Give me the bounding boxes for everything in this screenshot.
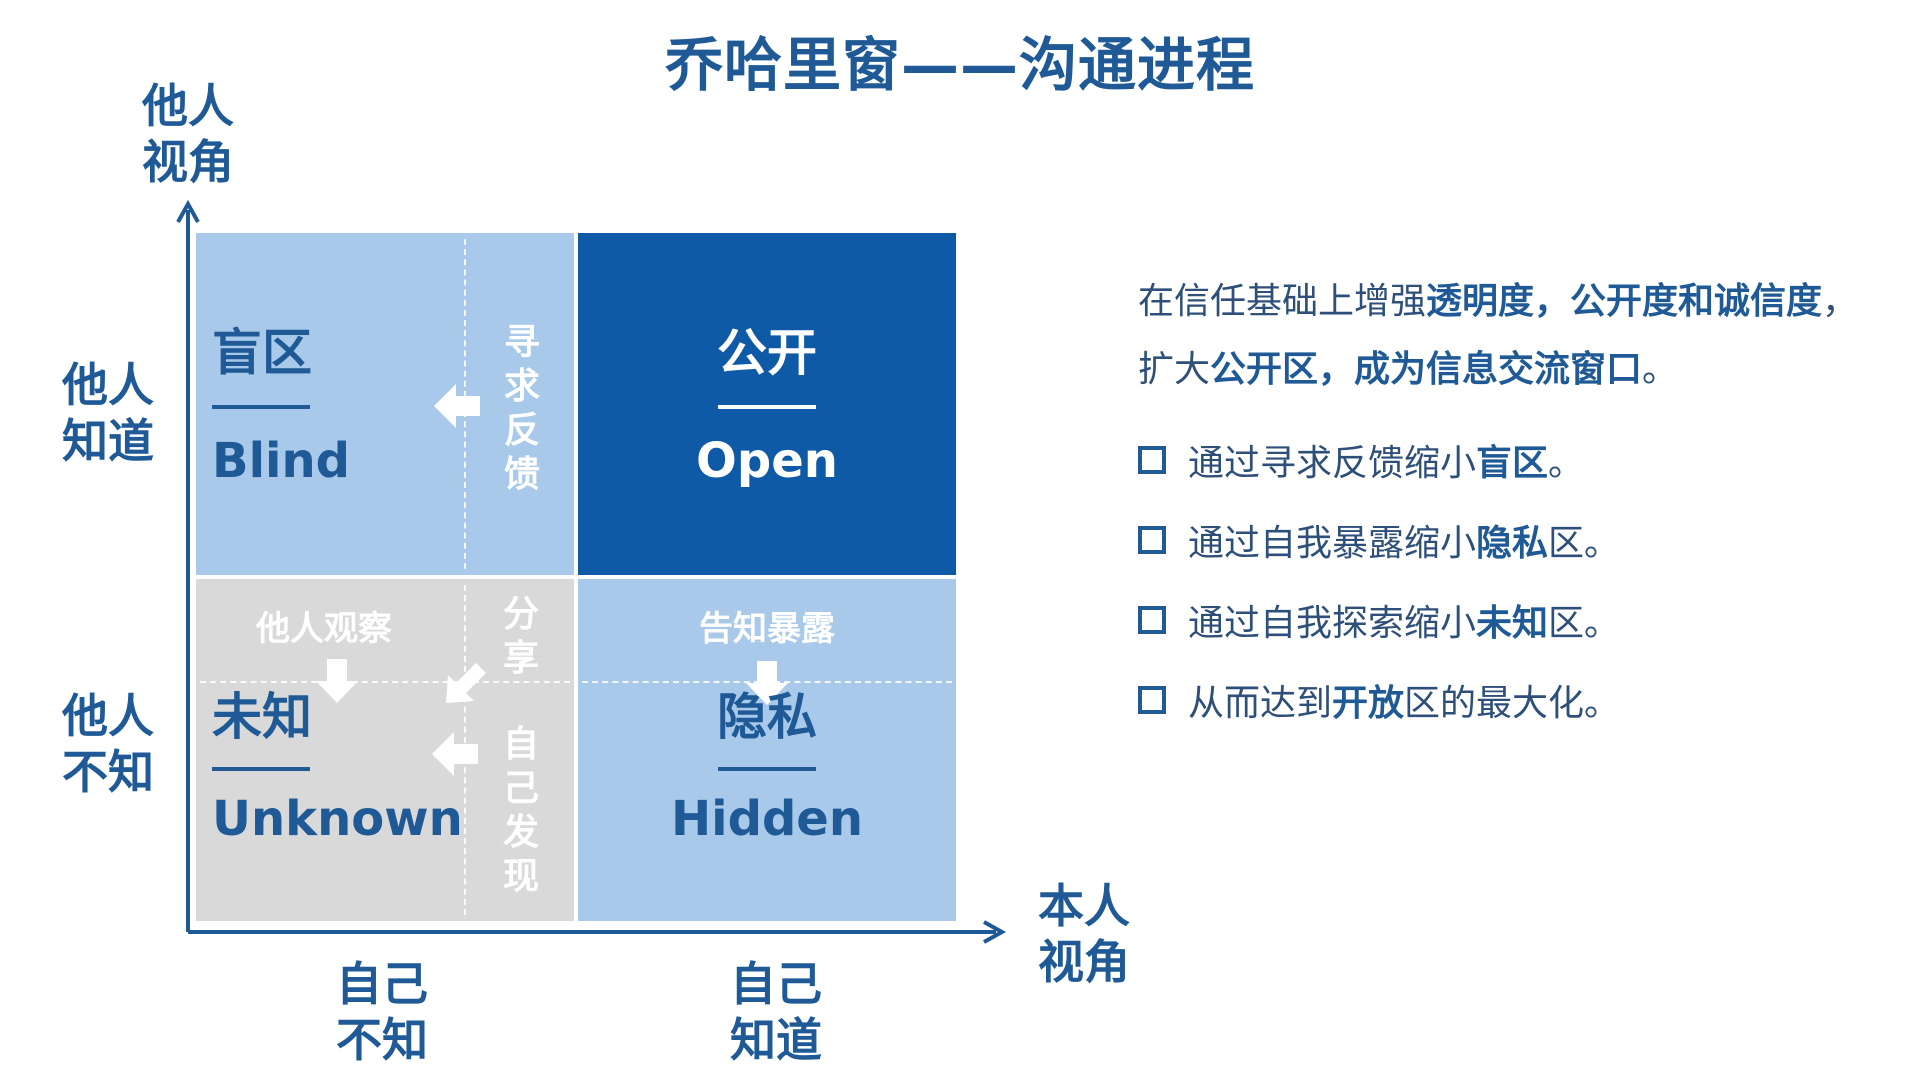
unknown-title: 未知 [212, 688, 312, 746]
quadrant-open: 公开 Open [578, 233, 956, 575]
y-axis-arrowhead [176, 199, 200, 223]
x-axis-arrowhead [983, 920, 1007, 944]
open-title: 公开 [717, 324, 817, 382]
y-label-unknown: 他人 不知 [62, 689, 154, 799]
down-arrow-icon [316, 659, 358, 703]
checkbox-icon [1138, 526, 1166, 554]
unknown-divider [212, 767, 310, 771]
bullet-list: 通过寻求反馈缩小盲区。 通过自我暴露缩小隐私区。 通过自我探索缩小未知区。 从而… [1138, 420, 1898, 740]
quadrant-unknown: 他人观察 分享 未知 Unknown 自己发现 [196, 579, 574, 921]
quadrant-hidden: 告知暴露 隐私 Hidden [578, 579, 956, 921]
left-arrow-icon [434, 384, 480, 428]
list-item: 通过寻求反馈缩小盲区。 [1138, 420, 1898, 500]
hidden-divider [718, 767, 816, 771]
x-label-known: 自己 知道 [730, 957, 822, 1067]
unknown-dash-horizontal [200, 681, 570, 683]
hidden-english: Hidden [670, 791, 864, 847]
share-label: 分享 [502, 594, 539, 679]
x-label-unknown: 自己 不知 [336, 957, 428, 1067]
unknown-english: Unknown [212, 791, 463, 847]
y-label-known: 他人 知道 [62, 358, 154, 468]
description-line-1: 在信任基础上增强透明度，公开度和诚信度， [1138, 281, 1859, 322]
others-observe-label: 他人观察 [256, 609, 392, 649]
checkbox-icon [1138, 686, 1166, 714]
blind-title: 盲区 [212, 324, 312, 382]
list-item: 从而达到开放区的最大化。 [1138, 660, 1898, 740]
open-divider [718, 405, 816, 409]
hidden-title: 隐私 [717, 688, 817, 746]
down-arrow-icon [746, 661, 788, 705]
blind-english: Blind [212, 433, 351, 489]
page-title: 乔哈里窗——沟通进程 [664, 31, 1255, 99]
checkbox-icon [1138, 606, 1166, 634]
list-item: 通过自我探索缩小未知区。 [1138, 580, 1898, 660]
open-english: Open [696, 433, 838, 489]
seek-feedback-label: 寻求反馈 [503, 322, 540, 495]
description: 在信任基础上增强透明度，公开度和诚信度， 扩大公开区，成为信息交流窗口。 [1138, 268, 1898, 404]
description-line-2: 扩大公开区，成为信息交流窗口。 [1138, 349, 1679, 390]
x-axis-title: 本人 视角 [1038, 879, 1130, 989]
blind-divider [212, 405, 310, 409]
y-axis-title: 他人 视角 [142, 79, 234, 189]
list-item: 通过自我暴露缩小隐私区。 [1138, 500, 1898, 580]
checkbox-icon [1138, 446, 1166, 474]
self-discover-label: 自己发现 [502, 724, 539, 897]
left-arrow-icon [432, 732, 478, 776]
quadrant-blind: 盲区 Blind 寻求反馈 [196, 233, 574, 575]
disclose-label: 告知暴露 [699, 609, 835, 649]
diagonal-arrow-icon [446, 663, 486, 703]
